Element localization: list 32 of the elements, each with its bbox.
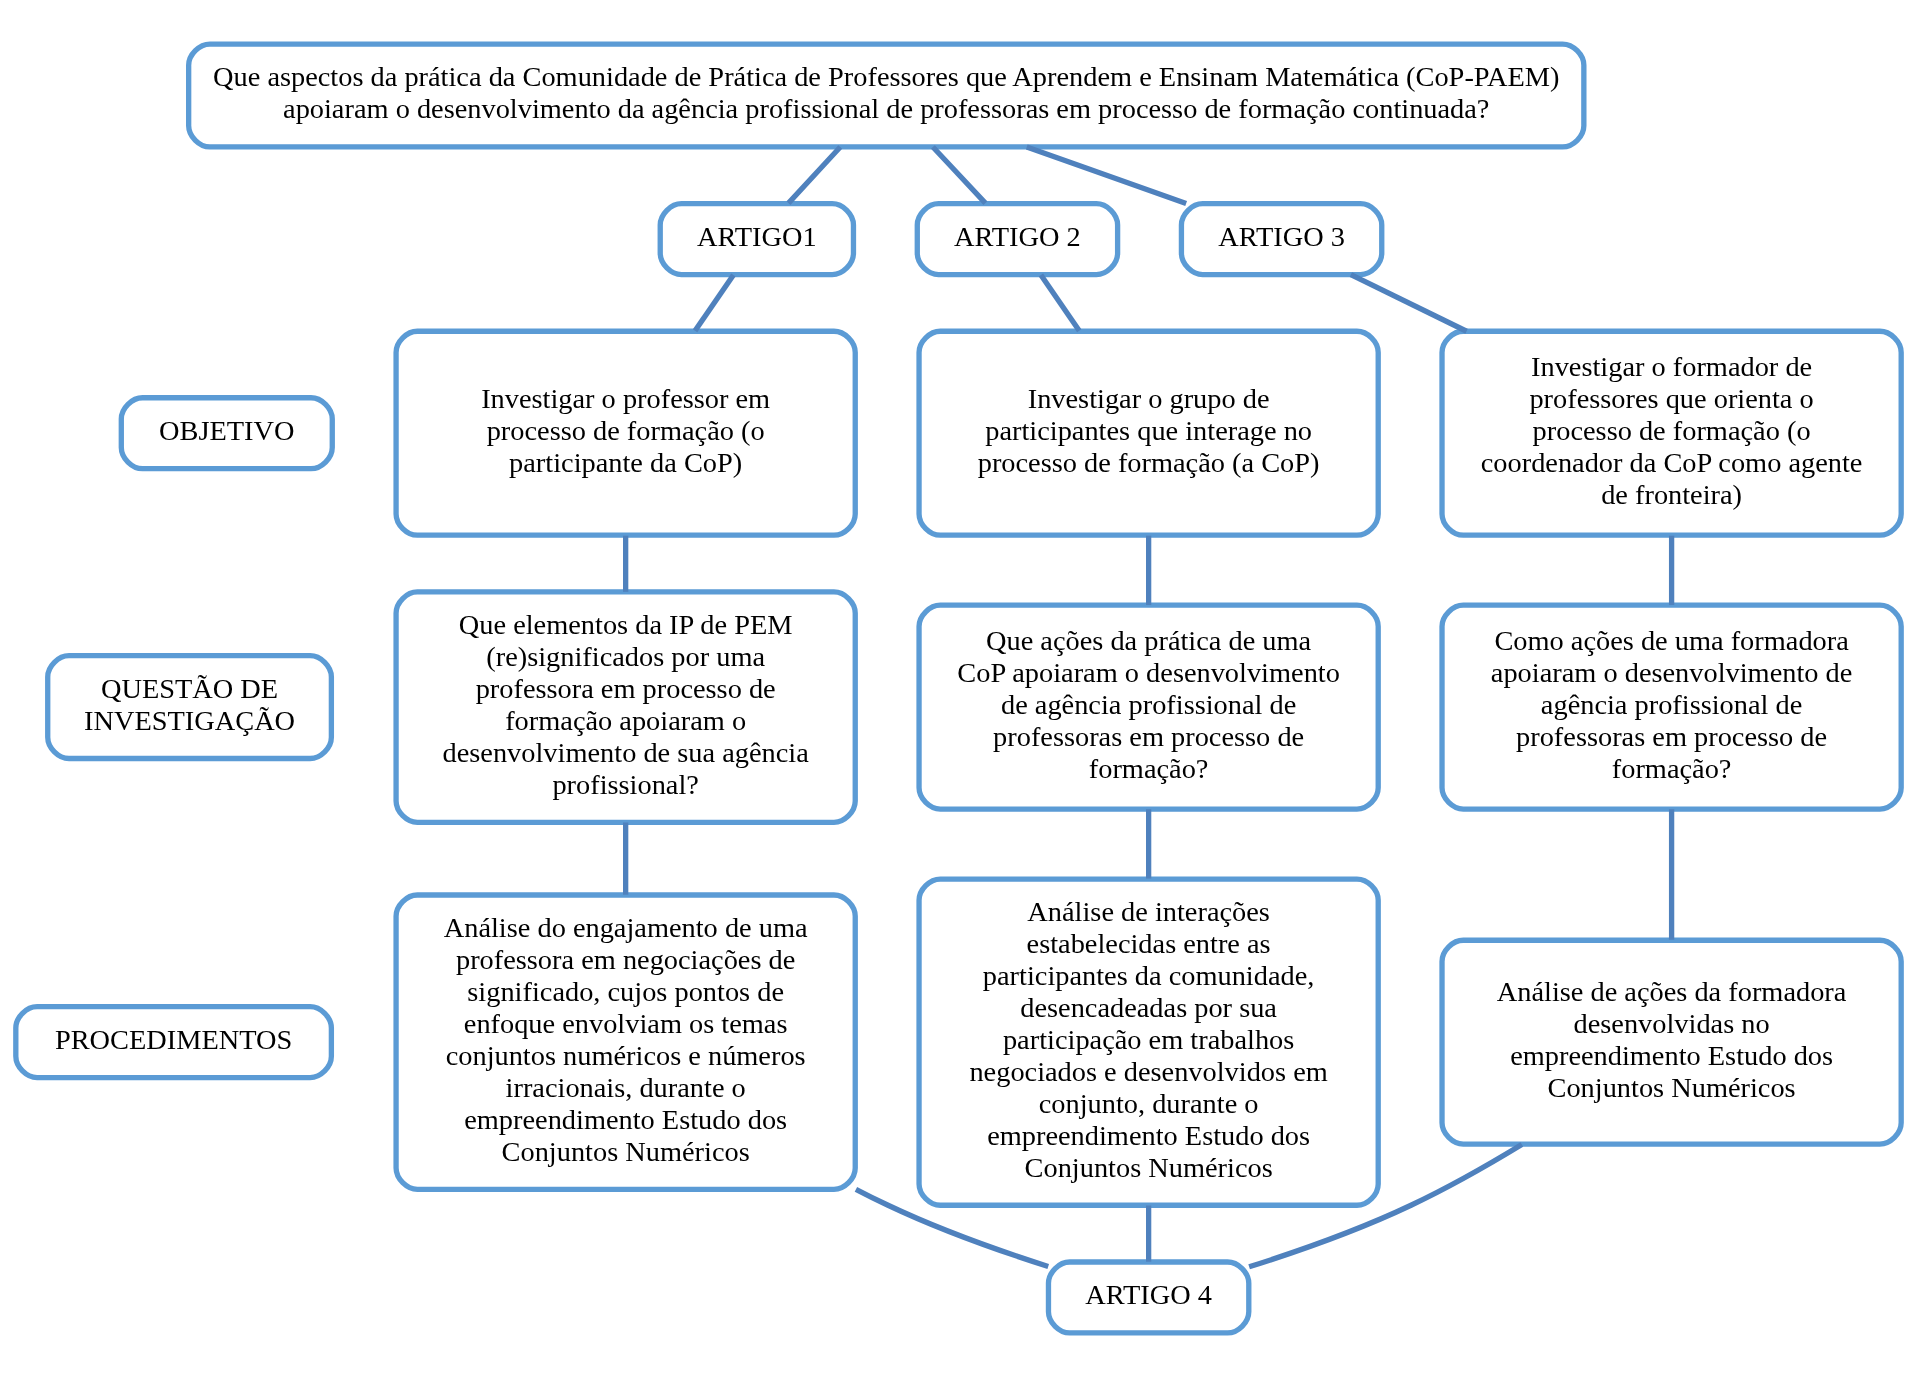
- node-box: ARTIGO 2: [914, 201, 1121, 278]
- connector: [1349, 272, 1468, 334]
- connector: [930, 145, 988, 205]
- node-box: ARTIGO 3: [1178, 201, 1385, 278]
- node-box: PROCEDIMENTOS: [13, 1004, 335, 1081]
- node-box: ARTIGO1: [657, 201, 857, 278]
- node-box: Que ações da prática de uma CoP apoiaram o desenvolvimento de agência profissional de professoras em processo de formação?: [916, 602, 1381, 812]
- connector: [1668, 809, 1675, 940]
- node-box: Análise de ações da formadora desenvolvidas no empreendimento Estudo dos Conjuntos Numéricos: [1439, 937, 1904, 1147]
- connector: [1025, 144, 1188, 207]
- connector: [1145, 809, 1152, 879]
- node-box: ARTIGO 4: [1045, 1259, 1252, 1336]
- connector: [1145, 1205, 1152, 1262]
- connector: [1145, 535, 1152, 606]
- connector: [623, 822, 629, 895]
- connector: [692, 273, 736, 333]
- connector: [1038, 273, 1082, 333]
- node-box: Análise do engajamento de uma professora em negociações de significado, cujos pontos de enfoque envolviam os temas conjuntos numéricos e números irracionais, durante o empreendimento Estudo dos Conjuntos Numéricos: [393, 892, 858, 1192]
- connector: [623, 535, 629, 592]
- node-box: QUESTÃO DE INVESTIGAÇÃO: [45, 653, 335, 762]
- connector: [854, 1186, 1050, 1269]
- node-box: Investigar o grupo de participantes que interage no processo de formação (a CoP): [916, 328, 1381, 538]
- node-box: Como ações de uma formadora apoiaram o desenvolvimento de agência profissional de professoras em processo de formação?: [1439, 602, 1904, 812]
- connector: [1248, 1142, 1524, 1270]
- node-box: OBJETIVO: [118, 395, 335, 472]
- node-box: Investigar o formador de professores que orienta o processo de formação (o coordenador da CoP como agente de fronteira): [1439, 328, 1904, 538]
- node-box: Investigar o professor em processo de formação (o participante da CoP): [393, 328, 858, 538]
- connector: [786, 145, 843, 205]
- connector: [1668, 535, 1675, 606]
- node-box: Análise de interações estabelecidas entre as participantes da comunidade, desencadeadas por sua participação em trabalhos negociados e desenvolvidos em conjunto, durante o empreendimento Estudo dos Conjuntos Numéricos: [916, 876, 1381, 1208]
- node-box: Que elementos da IP de PEM (re)significados por uma professora em processo de formação apoiaram o desenvolvimento de sua agência profissional?: [393, 589, 858, 825]
- node-box: Que aspectos da prática da Comunidade de Prática de Professores que Aprendem e Ensinam Matemática (CoP-PAEM) apoiaram o desenvolvimento da agência profissional de professoras em processo de formação continuada?: [186, 41, 1587, 150]
